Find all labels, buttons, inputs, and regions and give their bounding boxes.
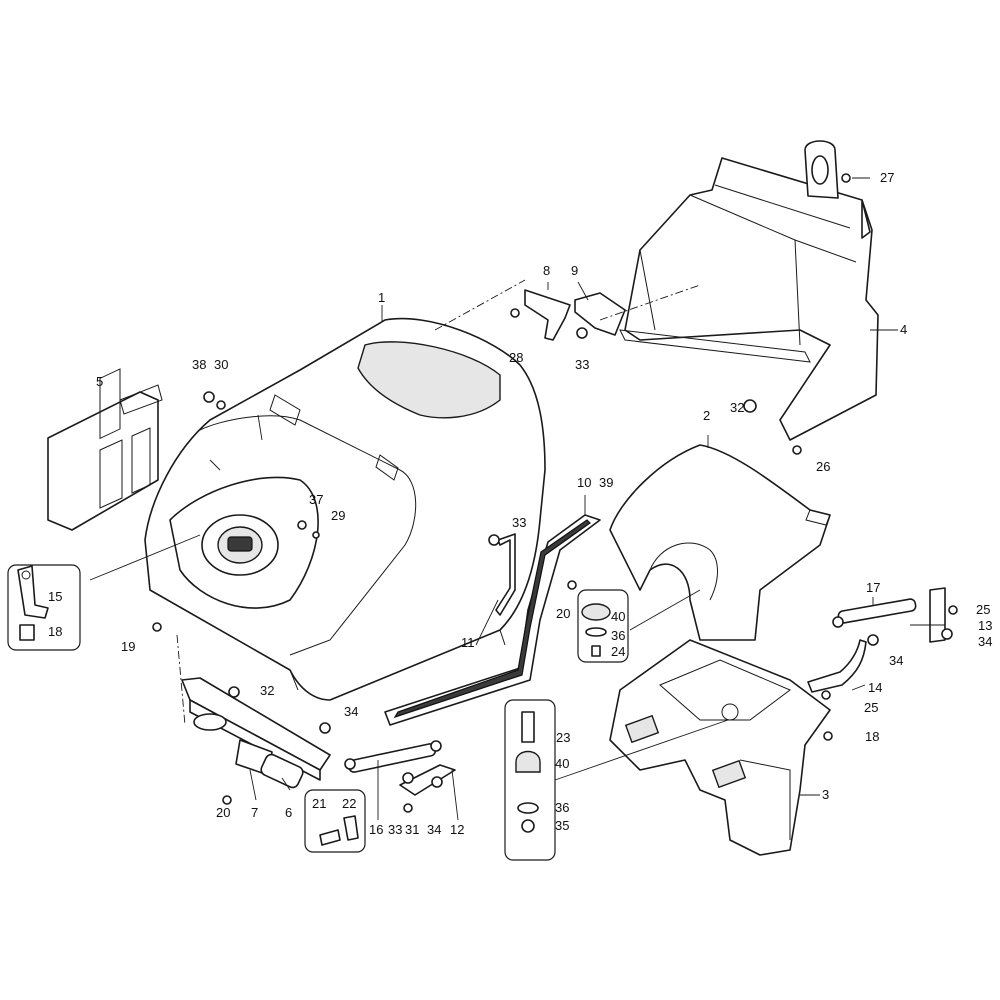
- label-19: 19: [121, 639, 135, 654]
- part-8-hinge: [524, 289, 571, 341]
- label-28: 28: [509, 350, 523, 365]
- callout-part-21-22: [304, 789, 366, 853]
- part-1-main-cover: [144, 317, 546, 701]
- callout-part-23-40-36-35: [504, 699, 556, 861]
- part-16-gas-spring: [344, 740, 442, 773]
- label-34b: 34: [427, 822, 441, 837]
- label-34c: 34: [889, 653, 903, 668]
- part-2-seat-panel: [609, 444, 831, 641]
- label-33b: 33: [512, 515, 526, 530]
- label-11: 11: [461, 635, 475, 650]
- part-6-7-hinge-bar: [181, 677, 331, 789]
- label-29: 29: [331, 508, 345, 523]
- label-33c: 33: [388, 822, 402, 837]
- label-35: 35: [555, 818, 569, 833]
- label-1: 1: [378, 290, 385, 305]
- part-5-side-panel: [47, 368, 163, 531]
- label-20b: 20: [216, 805, 230, 820]
- label-38: 38: [192, 357, 206, 372]
- label-14: 14: [868, 680, 882, 695]
- label-39: 39: [599, 475, 613, 490]
- label-4: 4: [900, 322, 907, 337]
- label-25b: 25: [864, 700, 878, 715]
- label-27: 27: [880, 170, 894, 185]
- label-7: 7: [251, 805, 258, 820]
- label-5: 5: [96, 374, 103, 389]
- label-3: 3: [822, 787, 829, 802]
- part-9-hinge: [574, 292, 626, 336]
- label-2: 2: [703, 408, 710, 423]
- callout-part-15-18: [7, 564, 81, 651]
- label-17: 17: [866, 580, 880, 595]
- label-23: 23: [556, 730, 570, 745]
- label-25a: 25: [976, 602, 990, 617]
- label-40b: 40: [555, 756, 569, 771]
- label-18b: 18: [865, 729, 879, 744]
- label-30: 30: [214, 357, 228, 372]
- label-15: 15: [48, 589, 62, 604]
- label-34d: 34: [978, 634, 992, 649]
- label-18a: 18: [48, 624, 62, 639]
- label-37: 37: [309, 492, 323, 507]
- label-34a: 34: [344, 704, 358, 719]
- part-labels: 1 2 3 4 5 6 7 8 9 10 11 12 13 14 15 16 1…: [48, 170, 992, 837]
- label-9: 9: [571, 263, 578, 278]
- label-31: 31: [405, 822, 419, 837]
- label-10: 10: [577, 475, 591, 490]
- part-12-bracket: [399, 764, 456, 796]
- alignment-dash-line-lower: [176, 634, 186, 726]
- part-10-39-seal-strip: [384, 514, 601, 726]
- label-32a: 32: [730, 400, 744, 415]
- label-40a: 40: [611, 609, 625, 624]
- part-17-gas-spring: [832, 598, 917, 628]
- alignment-dash-line: [434, 279, 701, 331]
- fasteners: [152, 173, 958, 813]
- label-8: 8: [543, 263, 550, 278]
- label-12: 12: [450, 822, 464, 837]
- label-36a: 36: [611, 628, 625, 643]
- label-36b: 36: [555, 800, 569, 815]
- leader-lines: [89, 177, 945, 821]
- label-16: 16: [369, 822, 383, 837]
- part-11-strip: [495, 533, 516, 616]
- label-13: 13: [978, 618, 992, 633]
- part-3-lower-frame: [609, 639, 831, 856]
- callout-part-40-36-24: [577, 589, 629, 663]
- label-32b: 32: [260, 683, 274, 698]
- label-6: 6: [285, 805, 292, 820]
- part-14-arm: [807, 639, 867, 693]
- label-33a: 33: [575, 357, 589, 372]
- label-24: 24: [611, 644, 625, 659]
- label-21: 21: [312, 796, 326, 811]
- label-20a: 20: [556, 606, 570, 621]
- label-26: 26: [816, 459, 830, 474]
- label-22: 22: [342, 796, 356, 811]
- part-4-rear-frame: [619, 140, 879, 441]
